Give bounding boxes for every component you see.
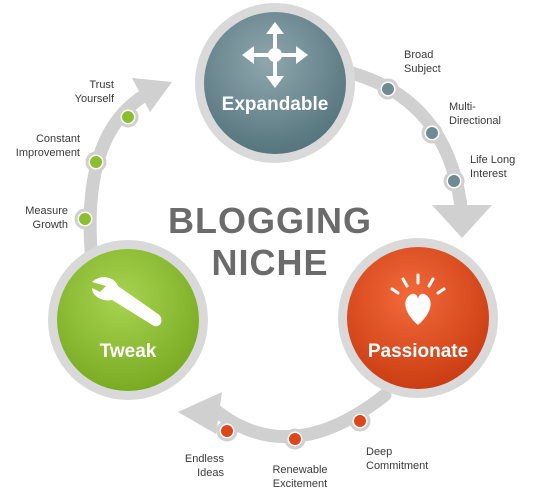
passionate-label: Passionate (368, 341, 468, 362)
wrench-icon (92, 277, 162, 327)
point-life-long-interest: Life Long Interest (470, 154, 516, 180)
dot-trust-yourself-fill (122, 111, 134, 123)
node-expandable: Expandable (195, 3, 355, 163)
title-line-1: BLOGGING (168, 200, 372, 241)
four-way-arrows-icon (242, 22, 308, 88)
dot-deep-commitment-fill (354, 415, 366, 427)
expandable-label: Expandable (222, 94, 329, 115)
dot-renewable-excitement-fill (289, 433, 301, 445)
tweak-label: Tweak (100, 341, 157, 362)
arrow-head-bottom (178, 392, 222, 434)
title-line-2: NICHE (211, 242, 329, 283)
node-passionate: Passionate (338, 238, 498, 398)
point-multi-directional: Multi- Directional (449, 101, 501, 127)
heart-icon (390, 273, 446, 325)
dot-endless-ideas-fill (221, 425, 233, 437)
dot-constant-improvement-fill (90, 156, 102, 168)
point-renewable-excitement: Renewable Excitement (272, 464, 328, 490)
dot-multi-directional-fill (426, 127, 438, 139)
arrow-head-top (132, 78, 172, 112)
point-constant-improvement: Constant Improvement (15, 133, 80, 159)
dot-life-long-interest-fill (448, 175, 460, 187)
point-measure-growth: Measure Growth (25, 205, 68, 231)
arc-expandable-to-passionate (333, 63, 469, 222)
point-trust-yourself: Trust Yourself (74, 79, 114, 105)
point-deep-commitment: Deep Commitment (366, 446, 429, 472)
dot-broad-subject-fill (382, 83, 394, 95)
point-endless-ideas: Endless Ideas (184, 453, 224, 479)
node-tweak: Tweak (48, 240, 208, 400)
dot-measure-growth-fill (79, 213, 91, 225)
point-broad-subject: Broad Subject (404, 49, 441, 75)
arrow-head-right (432, 205, 492, 238)
